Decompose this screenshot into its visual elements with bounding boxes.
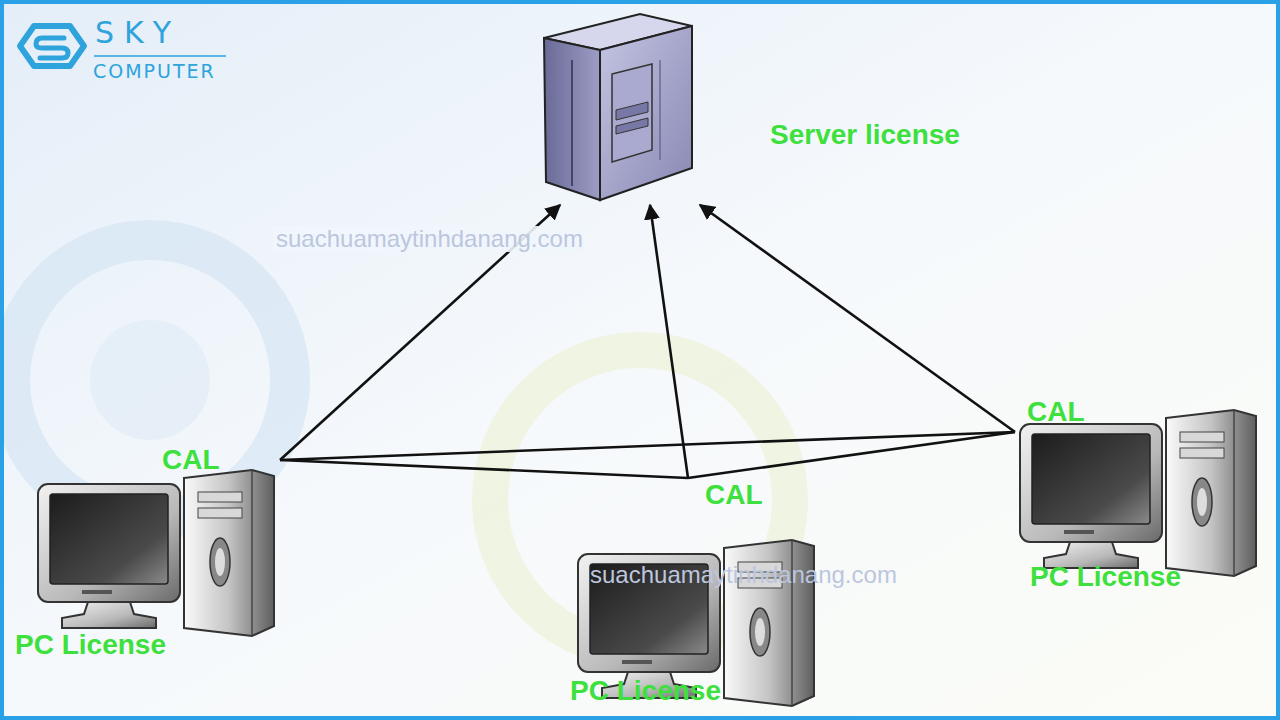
pc-license-label: PC License	[1030, 562, 1181, 593]
logo-text: SKY	[95, 16, 181, 49]
server-illustration	[544, 14, 692, 200]
peer-link	[688, 432, 1015, 478]
peer-link	[280, 432, 1015, 460]
server-node: Server license	[530, 15, 1060, 205]
server-label: Server license	[770, 120, 960, 151]
cal-label: CAL	[1027, 397, 1085, 428]
cal-label: CAL	[162, 445, 220, 476]
pc-node: CAL PC License	[565, 478, 810, 714]
pc-license-label: PC License	[570, 676, 721, 707]
watermark: suachuamaytinhdanang.com	[273, 226, 586, 252]
cal-label: CAL	[705, 480, 763, 511]
pc-license-label: PC License	[15, 630, 166, 661]
license-arrow	[650, 205, 688, 478]
watermark: suachuamaytinhdanang.com	[590, 562, 897, 588]
peer-link	[280, 460, 688, 478]
pc-node: CAL PC License	[12, 440, 280, 665]
logo-subtext: COMPUTER	[93, 61, 216, 82]
license-arrow	[700, 205, 1015, 432]
pc-illustration	[1020, 410, 1256, 576]
pc-node: CAL PC License	[1015, 392, 1270, 607]
pc-illustration	[38, 470, 274, 636]
